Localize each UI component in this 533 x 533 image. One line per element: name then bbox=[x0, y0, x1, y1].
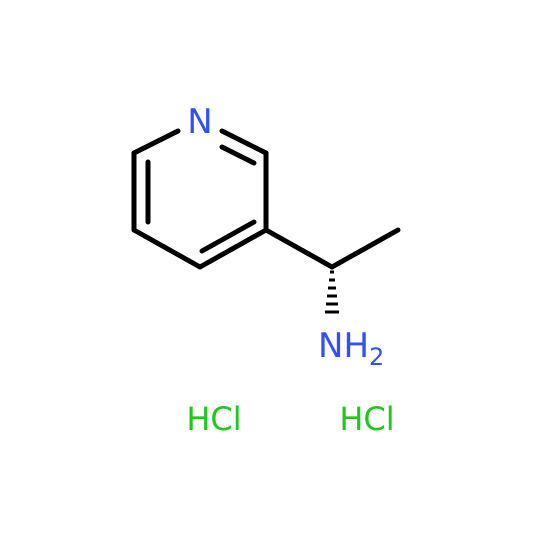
side-chain bbox=[263, 227, 401, 270]
amine-label: NH2 bbox=[318, 326, 384, 371]
ring-nitrogen-label: N bbox=[187, 102, 212, 142]
bond-c3-c4 bbox=[197, 227, 269, 270]
amine-hydrogen: H bbox=[343, 326, 369, 366]
bond-c3-chiral bbox=[263, 227, 335, 270]
hashed-wedge-bond bbox=[325, 270, 339, 314]
salt-hcl-2: HCl bbox=[339, 400, 394, 438]
pyridine-ring bbox=[131, 128, 269, 270]
double-bond-c3-c4-inner bbox=[199, 219, 257, 254]
salt-hcl-1: HCl bbox=[186, 400, 241, 438]
bond-n-c2 bbox=[219, 128, 269, 156]
bond-chiral-methyl bbox=[329, 227, 401, 270]
bond-c4-c5 bbox=[131, 227, 203, 270]
amine-nitrogen: N bbox=[318, 326, 343, 366]
amine-hydrogen-count: 2 bbox=[369, 343, 384, 371]
double-bond-n-c2-inner bbox=[219, 144, 257, 166]
bond-c6-n bbox=[131, 128, 181, 156]
